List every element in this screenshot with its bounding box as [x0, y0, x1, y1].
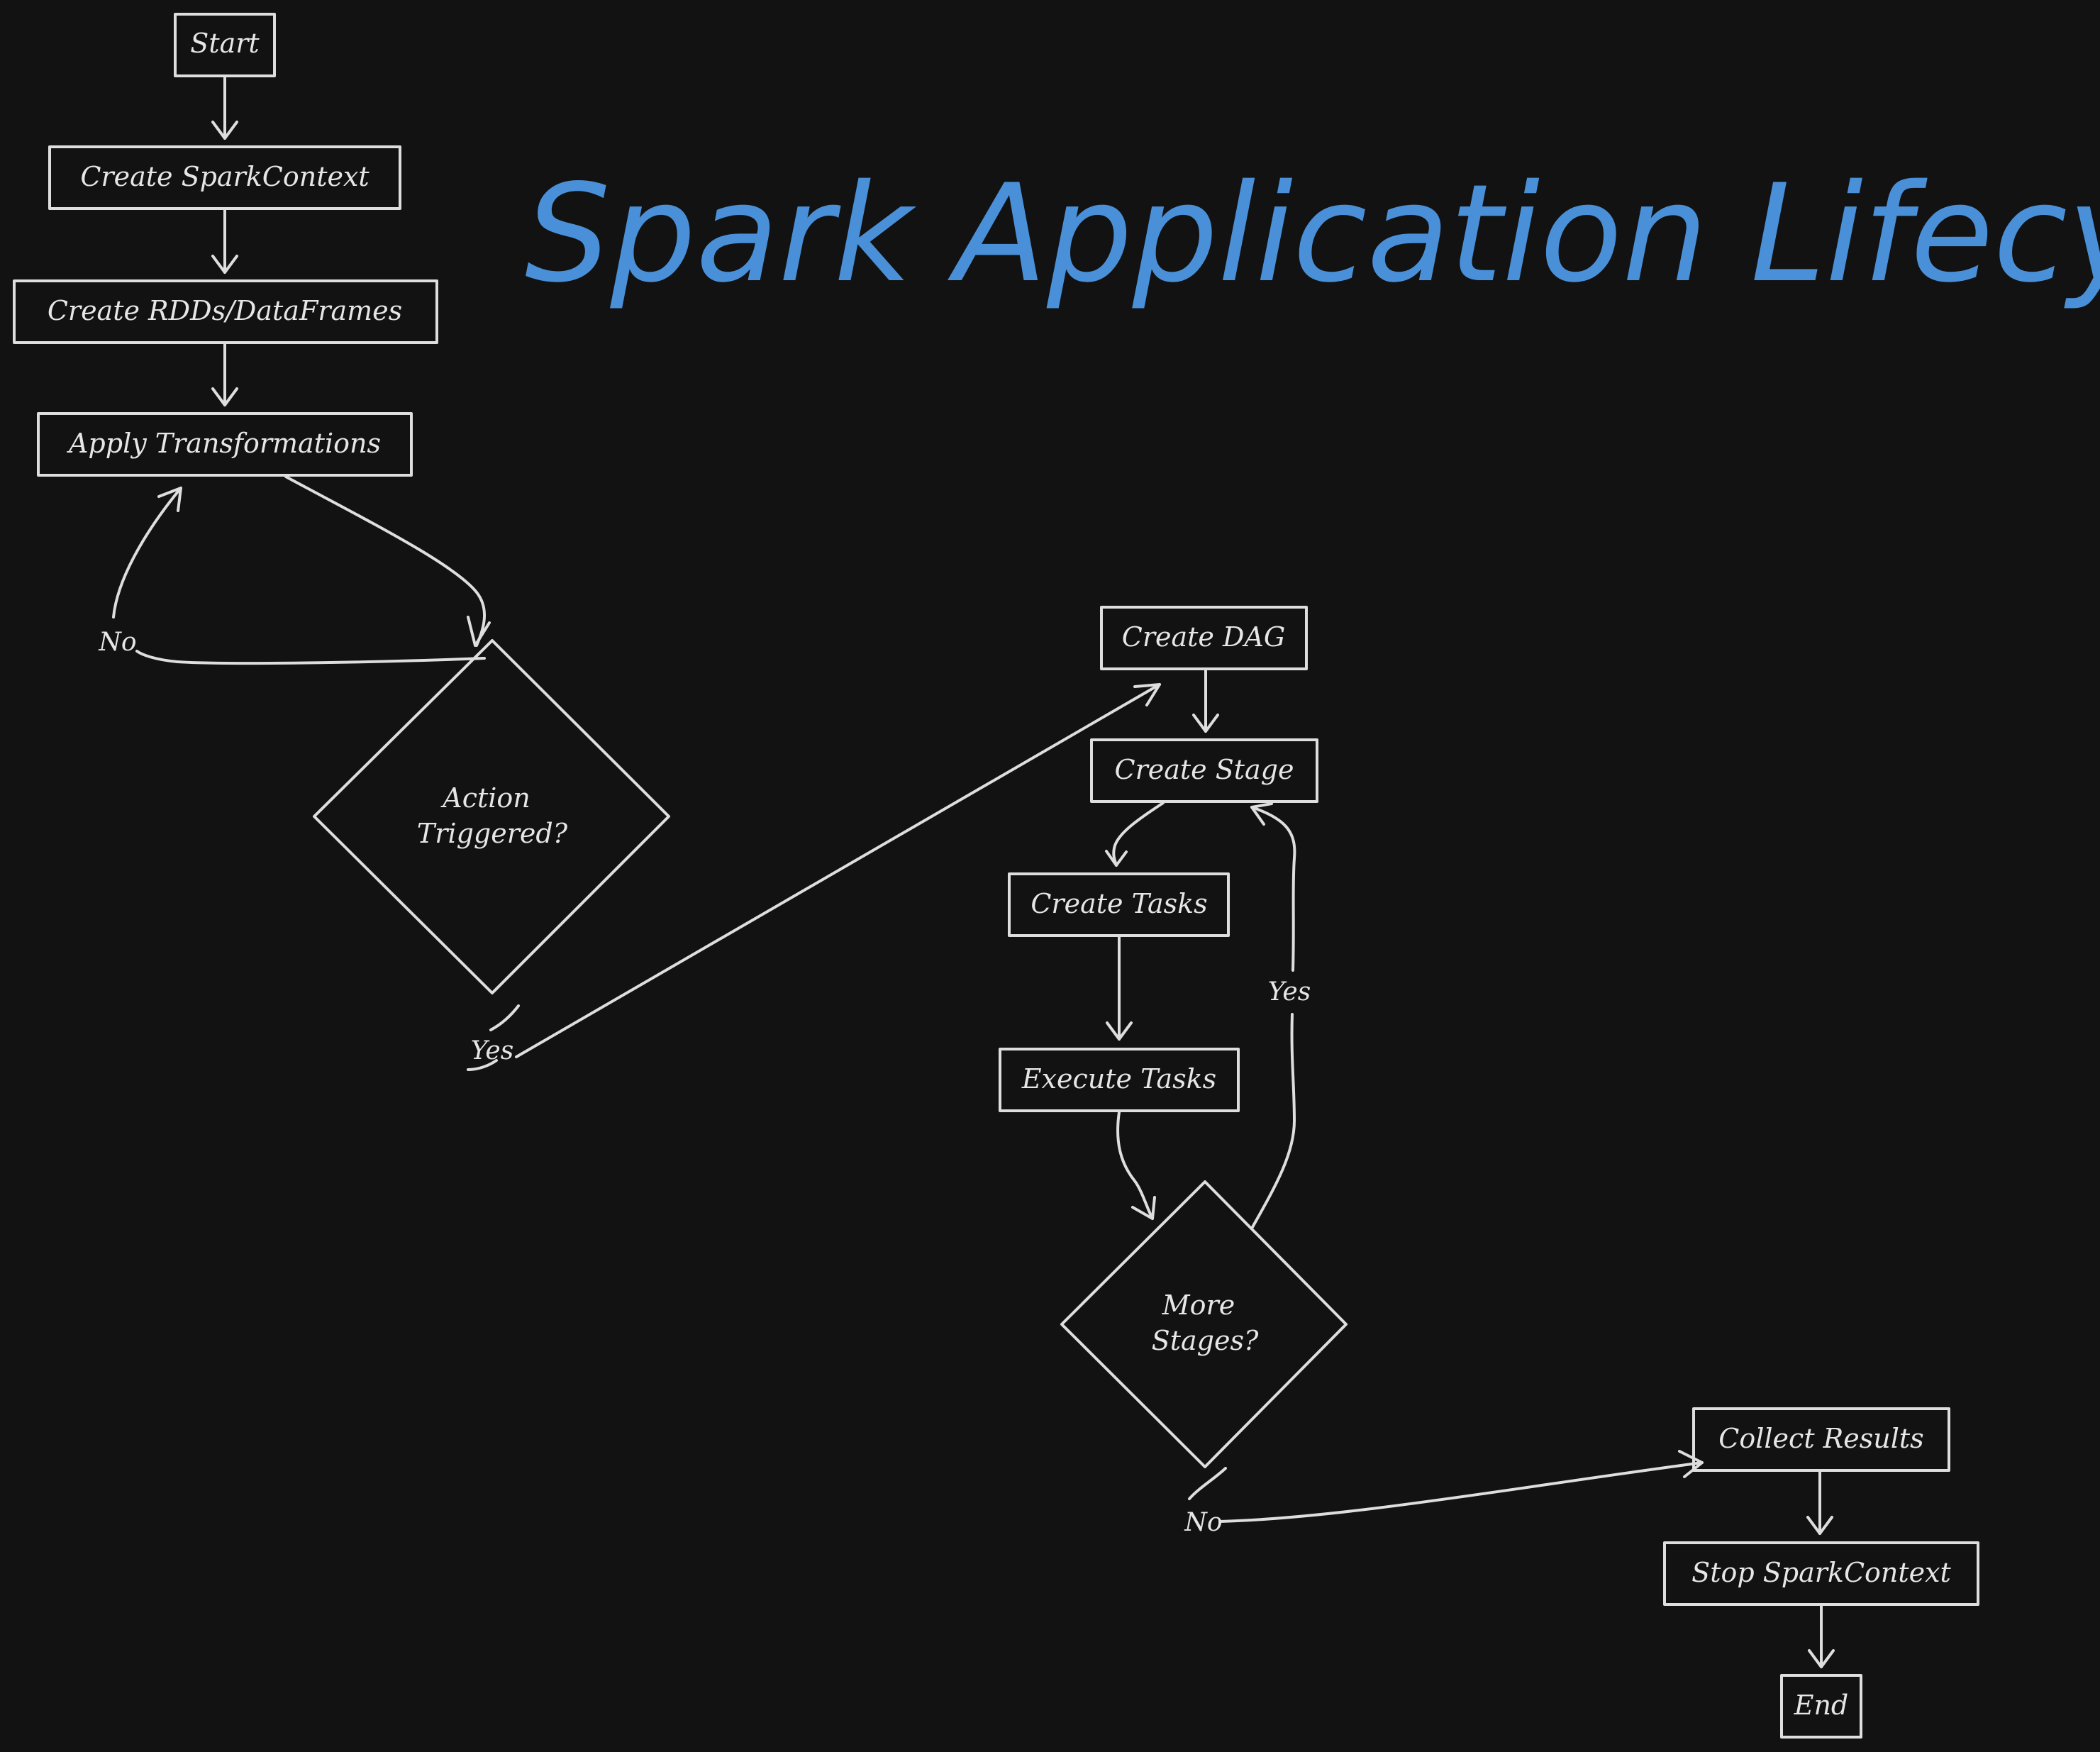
- edge-create-dag-to-create-stage: [1192, 669, 1219, 733]
- node-create-stage[interactable]: Create Stage: [1090, 738, 1318, 803]
- node-create-stage-label: Create Stage: [1115, 754, 1294, 785]
- node-collect-results[interactable]: Collect Results: [1692, 1407, 1950, 1472]
- edge-action-no-loop: [112, 487, 486, 665]
- node-more-stages-line1: More: [1162, 1290, 1235, 1321]
- edge-collect-results-to-stop-spark-context: [1806, 1470, 1833, 1535]
- edge-label-action-no: No: [98, 628, 136, 657]
- node-more-stages-line2: Stages?: [1152, 1325, 1259, 1356]
- edge-create-stage-to-create-tasks: [1105, 802, 1165, 867]
- node-create-dag-label: Create DAG: [1122, 621, 1286, 653]
- edge-start-to-create-spark-context: [211, 76, 238, 140]
- edge-label-action-yes: Yes: [471, 1036, 513, 1065]
- node-apply-transformations-label: Apply Transformations: [67, 428, 381, 459]
- node-more-stages[interactable]: More Stages?: [1060, 1180, 1348, 1468]
- node-end-label: End: [1794, 1690, 1849, 1721]
- edge-more-stages-no-to-collect-results: [1188, 1450, 1704, 1523]
- edge-label-more-stages-yes: Yes: [1268, 977, 1311, 1007]
- edge-apply-transformations-to-action-triggered: [284, 475, 491, 647]
- edge-label-more-stages-no: No: [1184, 1508, 1222, 1537]
- node-create-rdds-label: Create RDDs/DataFrames: [48, 295, 402, 326]
- edge-more-stages-yes-loop: [1250, 802, 1296, 1229]
- node-create-tasks[interactable]: Create Tasks: [1008, 872, 1230, 937]
- edge-stop-spark-context-to-end: [1808, 1604, 1835, 1668]
- node-create-tasks-label: Create Tasks: [1030, 888, 1207, 919]
- node-action-triggered-line2: Triggered?: [417, 818, 568, 849]
- node-start-label: Start: [190, 28, 260, 59]
- node-create-spark-context[interactable]: Create SparkContext: [48, 145, 401, 210]
- node-collect-results-label: Collect Results: [1718, 1423, 1923, 1454]
- node-stop-spark-context-label: Stop SparkContext: [1691, 1557, 1951, 1588]
- edge-create-rdds-to-apply-transformations: [211, 343, 238, 406]
- edge-create-tasks-to-execute-tasks: [1106, 936, 1133, 1041]
- node-execute-tasks[interactable]: Execute Tasks: [999, 1048, 1240, 1112]
- diagram-title: Spark Application Lifecyle: [525, 155, 2100, 312]
- node-stop-spark-context[interactable]: Stop SparkContext: [1663, 1541, 1979, 1606]
- edge-execute-tasks-to-more-stages: [1116, 1111, 1156, 1220]
- node-end[interactable]: End: [1780, 1674, 1862, 1739]
- node-create-dag[interactable]: Create DAG: [1100, 606, 1308, 670]
- edge-create-spark-context-to-create-rdds: [211, 209, 238, 274]
- node-create-spark-context-label: Create SparkContext: [80, 161, 370, 192]
- node-action-triggered-line1: Action: [440, 782, 530, 814]
- node-action-triggered[interactable]: Action Triggered?: [313, 639, 670, 994]
- node-execute-tasks-label: Execute Tasks: [1021, 1063, 1216, 1094]
- node-apply-transformations[interactable]: Apply Transformations: [37, 412, 413, 477]
- node-create-rdds[interactable]: Create RDDs/DataFrames: [13, 279, 438, 344]
- edge-action-yes-to-create-dag: [467, 683, 1161, 1071]
- node-start[interactable]: Start: [174, 13, 276, 77]
